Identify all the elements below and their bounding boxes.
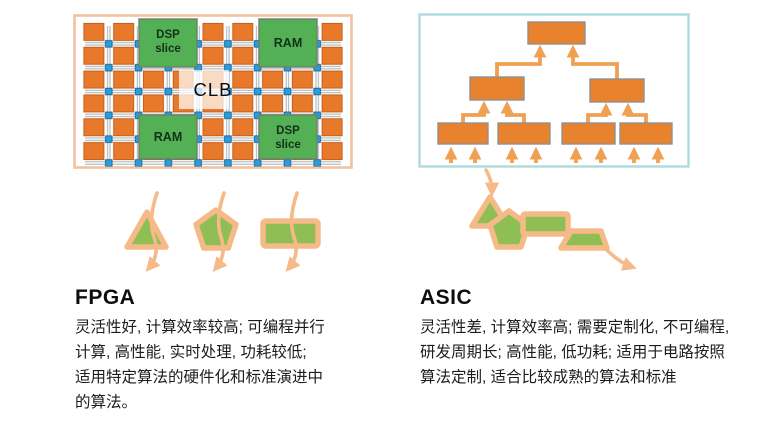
asic-block-leaf-3: [561, 122, 616, 145]
fpga-flow-pentagon: [193, 207, 239, 251]
asic-architecture-diagram: [418, 13, 690, 168]
ram-label: RAM: [274, 36, 302, 50]
fpga-dsp-block-bottom: DSP slice: [258, 114, 318, 160]
asic-block-mid-left: [469, 76, 525, 101]
asic-flow-shapes: [469, 194, 610, 251]
fpga-description-line: 灵活性好, 计算效率较高; 可编程并行: [75, 319, 325, 336]
asic-flow-arrow-in: [484, 168, 500, 198]
fpga-architecture-diagram: DSP slice RAM RAM DSP slice CLB: [73, 14, 353, 169]
ram-label: RAM: [154, 130, 182, 144]
fpga-description-line: 计算, 高性能, 实时处理, 功耗较低;: [75, 344, 307, 361]
fpga-flow-arrows: [145, 191, 301, 272]
dsp-label-line1: DSP: [156, 29, 180, 41]
asic-tree-blocks: [437, 21, 673, 145]
asic-tree-arrows: [444, 44, 665, 163]
asic-block-mid-right: [589, 78, 645, 103]
asic-description: 灵活性差, 计算效率高; 需要定制化, 不可编程, 研发周期长; 高性能, 低功…: [420, 315, 768, 390]
clb-label: CLB: [194, 79, 233, 100]
fpga-description-line: 的算法。: [75, 394, 138, 411]
fpga-heading: FPGA: [75, 286, 136, 309]
fpga-ram-block-top: RAM: [258, 18, 318, 68]
asic-block-leaf-4: [619, 122, 673, 145]
asic-heading: ASIC: [420, 286, 473, 309]
fpga-flow-triangle: [124, 209, 169, 250]
fpga-ram-block-bottom: RAM: [138, 114, 198, 160]
asic-flow-rectangle: [520, 211, 571, 237]
dsp-label-line2: slice: [275, 139, 301, 151]
asic-block-top: [527, 21, 586, 45]
dsp-label-line2: slice: [155, 43, 181, 55]
fpga-description-line: 适用特定算法的硬件化和标准演进中: [75, 369, 324, 386]
asic-block-leaf-2: [497, 122, 551, 145]
fpga-clb-callout: CLB: [179, 70, 233, 109]
asic-block-leaf-1: [437, 122, 489, 145]
asic-flow-arrows: [484, 168, 637, 271]
asic-description-line: 灵活性差, 计算效率高; 需要定制化, 不可编程,: [420, 319, 730, 336]
asic-description-line: 算法定制, 适合比较成熟的算法和标准: [420, 369, 677, 386]
fpga-description: 灵活性好, 计算效率较高; 可编程并行 计算, 高性能, 实时处理, 功耗较低;…: [75, 315, 385, 415]
asic-flow-trapezoid: [558, 228, 610, 251]
asic-flow-arrow-out: [602, 245, 637, 271]
asic-description-line: 研发周期长; 高性能, 低功耗; 适用于电路按照: [420, 344, 725, 361]
fpga-dsp-block-top: DSP slice: [138, 18, 198, 68]
dsp-label-line1: DSP: [276, 125, 300, 137]
